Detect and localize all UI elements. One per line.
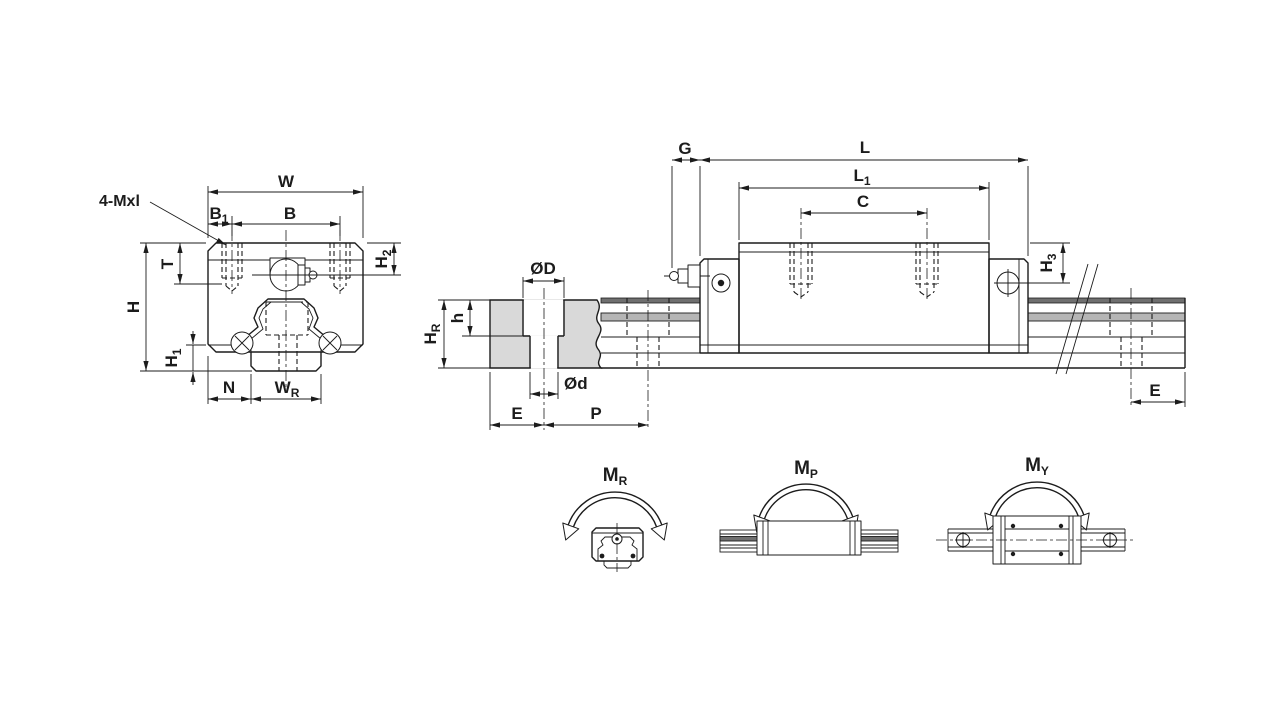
rail-side-right-segment (1027, 263, 1186, 408)
carriage-body-side (738, 242, 990, 354)
counterbore-edges (522, 300, 565, 368)
moment-pitch-label: MP (794, 458, 818, 481)
roll-block-icon (591, 523, 644, 572)
dim-label-b: B (284, 204, 296, 223)
end-cap-right (988, 258, 1029, 354)
grease-nipple-side (664, 264, 710, 288)
dim-label-b1: B1 (210, 204, 229, 226)
dim-label-od-small: Ød (564, 374, 588, 393)
dim-label-h-depth: h (448, 313, 467, 323)
carriage-body-outline (207, 242, 364, 353)
top-tapped-hole-2 (915, 208, 939, 302)
break-line-marks (1055, 263, 1099, 375)
side-extension-lines (671, 166, 1186, 407)
dim-label-p: P (590, 404, 601, 423)
yaw-block-icon (936, 515, 1136, 565)
dim-label-od: ØD (530, 259, 556, 278)
pitch-block-icon (719, 520, 899, 556)
rail-bolt-hole-hidden (265, 301, 309, 371)
dim-label-e-right: E (1149, 381, 1160, 400)
dim-label-l: L (860, 138, 870, 157)
dim-label-c: C (857, 192, 869, 211)
dim-label-h: H (124, 301, 143, 313)
moment-pitch-diagram: MP (719, 458, 899, 556)
side-dimensions: G L L1 C H3 E (672, 138, 1185, 405)
counterbore-cutout (523, 299, 564, 336)
dim-label-h2: H2 (372, 249, 394, 268)
dim-label-l1: L1 (853, 166, 870, 188)
moment-diagrams: MR MP (562, 455, 1136, 572)
moment-yaw-label: MY (1025, 455, 1049, 478)
end-cap-left (699, 258, 740, 354)
dim-label-wr: WR (275, 378, 300, 400)
section-dimensions: ØD h HR Ød E P (421, 259, 648, 428)
front-view: W B1 B T H H1 H2 N WR 4-Mxl (99, 172, 401, 404)
moment-roll-diagram: MR (562, 465, 668, 572)
moment-roll-label: MR (603, 465, 628, 488)
seal-screw-right (318, 331, 342, 355)
seal-screw-left (230, 331, 254, 355)
carriage-side (664, 208, 1029, 354)
grease-port-right (994, 269, 1022, 297)
dim-label-w: W (278, 172, 295, 191)
side-view: G L L1 C H3 E (600, 138, 1186, 430)
rail-side-left-segment (600, 290, 701, 430)
rail-section-view: ØD h HR Ød E P (421, 259, 648, 430)
screw-note-label: 4-Mxl (99, 193, 140, 210)
dim-label-g: G (678, 139, 691, 158)
dim-label-h1: H1 (162, 348, 184, 367)
top-tapped-hole-1 (789, 208, 813, 302)
dim-label-t: T (158, 258, 177, 269)
roll-arrow-icon (562, 491, 668, 541)
dim-label-h3: H3 (1037, 253, 1059, 272)
front-dimensions: W B1 B T H H1 H2 N WR 4-Mxl (99, 172, 397, 402)
dim-label-e-mid: E (511, 404, 522, 423)
dim-label-hr: HR (421, 323, 443, 344)
dim-label-n: N (223, 378, 235, 397)
moment-yaw-diagram: MY (936, 455, 1136, 565)
